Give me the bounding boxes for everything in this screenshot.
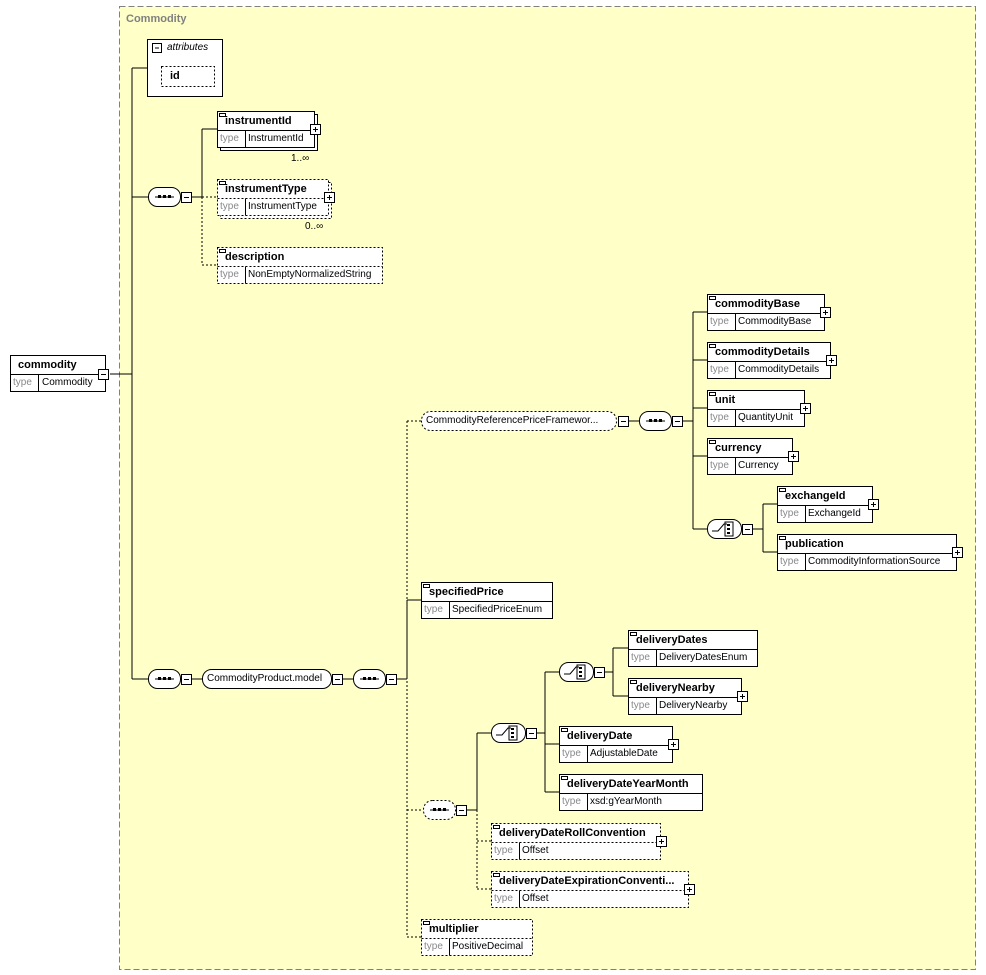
instrumentType-type-value: InstrumentType bbox=[248, 201, 317, 212]
currency-type-key: type bbox=[710, 460, 729, 471]
sequence-compositor-3 bbox=[353, 669, 386, 689]
element-multiplier bbox=[421, 919, 533, 956]
deliveryNearby-name: deliveryNearby bbox=[636, 682, 715, 694]
choice-compositor-delivery-dates bbox=[559, 662, 594, 682]
element-unit bbox=[707, 390, 811, 427]
description-name: description bbox=[225, 251, 285, 263]
deliveryDates-type-key: type bbox=[631, 652, 650, 663]
specifiedPrice-type-key: type bbox=[424, 604, 443, 615]
deliveryDateYearMonth-name: deliveryDateYearMonth bbox=[567, 778, 689, 790]
deliveryDate-type-key: type bbox=[562, 748, 581, 759]
instrumentType-name: instrumentType bbox=[225, 183, 307, 195]
instrumentId-name: instrumentId bbox=[225, 115, 292, 127]
element-deliveryDate bbox=[559, 726, 679, 763]
currency-type-value: Currency bbox=[738, 460, 779, 471]
deliveryDateRollConvention-type-value: Offset bbox=[522, 845, 549, 856]
element-deliveryDateRollConvention bbox=[491, 823, 667, 860]
commodityBase-type-value: CommodityBase bbox=[738, 316, 812, 327]
attribute-id-label: id bbox=[170, 70, 180, 82]
deliveryNearby-type-key: type bbox=[631, 700, 650, 711]
element-deliveryDates bbox=[628, 630, 758, 667]
specifiedPrice-name: specifiedPrice bbox=[429, 586, 504, 598]
publication-type-key: type bbox=[780, 556, 799, 567]
description-type-value: NonEmptyNormalizedString bbox=[248, 269, 372, 280]
instrumentId-type-key: type bbox=[220, 133, 239, 144]
element-deliveryDateExpirationConvention bbox=[491, 871, 695, 908]
element-deliveryDateYearMonth bbox=[559, 774, 703, 811]
deliveryDateExpirationConvention-name: deliveryDateExpirationConventi... bbox=[499, 875, 675, 887]
deliveryDateExpirationConvention-type-value: Offset bbox=[522, 893, 549, 904]
commodityBase-type-key: type bbox=[710, 316, 729, 327]
deliveryDates-type-value: DeliveryDatesEnum bbox=[659, 652, 748, 663]
description-type-key: type bbox=[220, 269, 239, 280]
unit-name: unit bbox=[715, 394, 736, 406]
multiplier-name: multiplier bbox=[429, 923, 479, 935]
element-description bbox=[217, 247, 383, 284]
element-publication bbox=[777, 534, 963, 571]
element-specifiedPrice bbox=[421, 582, 553, 619]
complex-type-title: Commodity bbox=[126, 13, 187, 25]
element-instrumentType bbox=[217, 179, 335, 219]
sequence-compositor-4 bbox=[639, 411, 672, 431]
element-currency bbox=[707, 438, 799, 475]
exchangeId-type-key: type bbox=[780, 508, 799, 519]
element-instrumentId bbox=[217, 111, 321, 151]
attributes-title: attributes bbox=[167, 42, 209, 53]
deliveryDateExpirationConvention-type-key: type bbox=[494, 893, 513, 904]
exchangeId-type-value: ExchangeId bbox=[808, 508, 861, 519]
specifiedPrice-type-value: SpecifiedPriceEnum bbox=[452, 604, 543, 615]
element-deliveryNearby bbox=[628, 678, 748, 715]
deliveryDate-type-value: AdjustableDate bbox=[590, 748, 658, 759]
element-commodityDetails bbox=[707, 342, 837, 379]
unit-type-value: QuantityUnit bbox=[738, 412, 794, 423]
instrumentType-type-key: type bbox=[220, 201, 239, 212]
group-reference-price-framework bbox=[421, 411, 617, 431]
multiplier-type-key: type bbox=[424, 941, 443, 952]
deliveryDates-name: deliveryDates bbox=[636, 634, 708, 646]
instrument-id-cardinality: 1..∞ bbox=[291, 153, 310, 164]
commodityBase-name: commodityBase bbox=[715, 298, 800, 310]
sequence-compositor-1 bbox=[148, 187, 181, 207]
element-commodityBase bbox=[707, 294, 831, 331]
optional-connectors bbox=[201, 196, 491, 938]
multiplier-type-value: PositiveDecimal bbox=[452, 941, 524, 952]
commodityDetails-name: commodityDetails bbox=[715, 346, 810, 358]
group-commodity-product-model bbox=[202, 669, 332, 689]
currency-name: currency bbox=[715, 442, 762, 454]
root-type-key: type bbox=[13, 377, 32, 388]
sequence-compositor-delivery bbox=[423, 800, 456, 820]
deliveryNearby-type-value: DeliveryNearby bbox=[659, 700, 728, 711]
publication-type-value: CommodityInformationSource bbox=[808, 556, 941, 567]
group-framework-label: CommodityReferencePriceFramewor... bbox=[426, 415, 599, 426]
deliveryDateRollConvention-name: deliveryDateRollConvention bbox=[499, 827, 646, 839]
unit-type-key: type bbox=[710, 412, 729, 423]
instrument-type-cardinality: 0..∞ bbox=[305, 221, 324, 232]
instrumentId-type-value: InstrumentId bbox=[248, 133, 304, 144]
root-element-box bbox=[10, 355, 106, 392]
attribute-id-box bbox=[161, 66, 215, 87]
connectors bbox=[110, 67, 777, 811]
publication-name: publication bbox=[785, 538, 844, 550]
choice-compositor-exchange bbox=[707, 519, 742, 539]
deliveryDateRollConvention-type-key: type bbox=[494, 845, 513, 856]
deliveryDateYearMonth-type-value: xsd:gYearMonth bbox=[590, 796, 662, 807]
deliveryDateYearMonth-type-key: type bbox=[562, 796, 581, 807]
commodityDetails-type-value: CommodityDetails bbox=[738, 364, 820, 375]
group-product-model-label: CommodityProduct.model bbox=[207, 673, 323, 684]
exchangeId-name: exchangeId bbox=[785, 490, 846, 502]
element-exchangeId bbox=[777, 486, 879, 523]
root-element-name: commodity bbox=[18, 359, 77, 371]
root-type-value: Commodity bbox=[42, 377, 93, 388]
deliveryDate-name: deliveryDate bbox=[567, 730, 633, 742]
sequence-compositor-2 bbox=[148, 669, 181, 689]
commodityDetails-type-key: type bbox=[710, 364, 729, 375]
choice-compositor-delivery bbox=[491, 723, 526, 743]
